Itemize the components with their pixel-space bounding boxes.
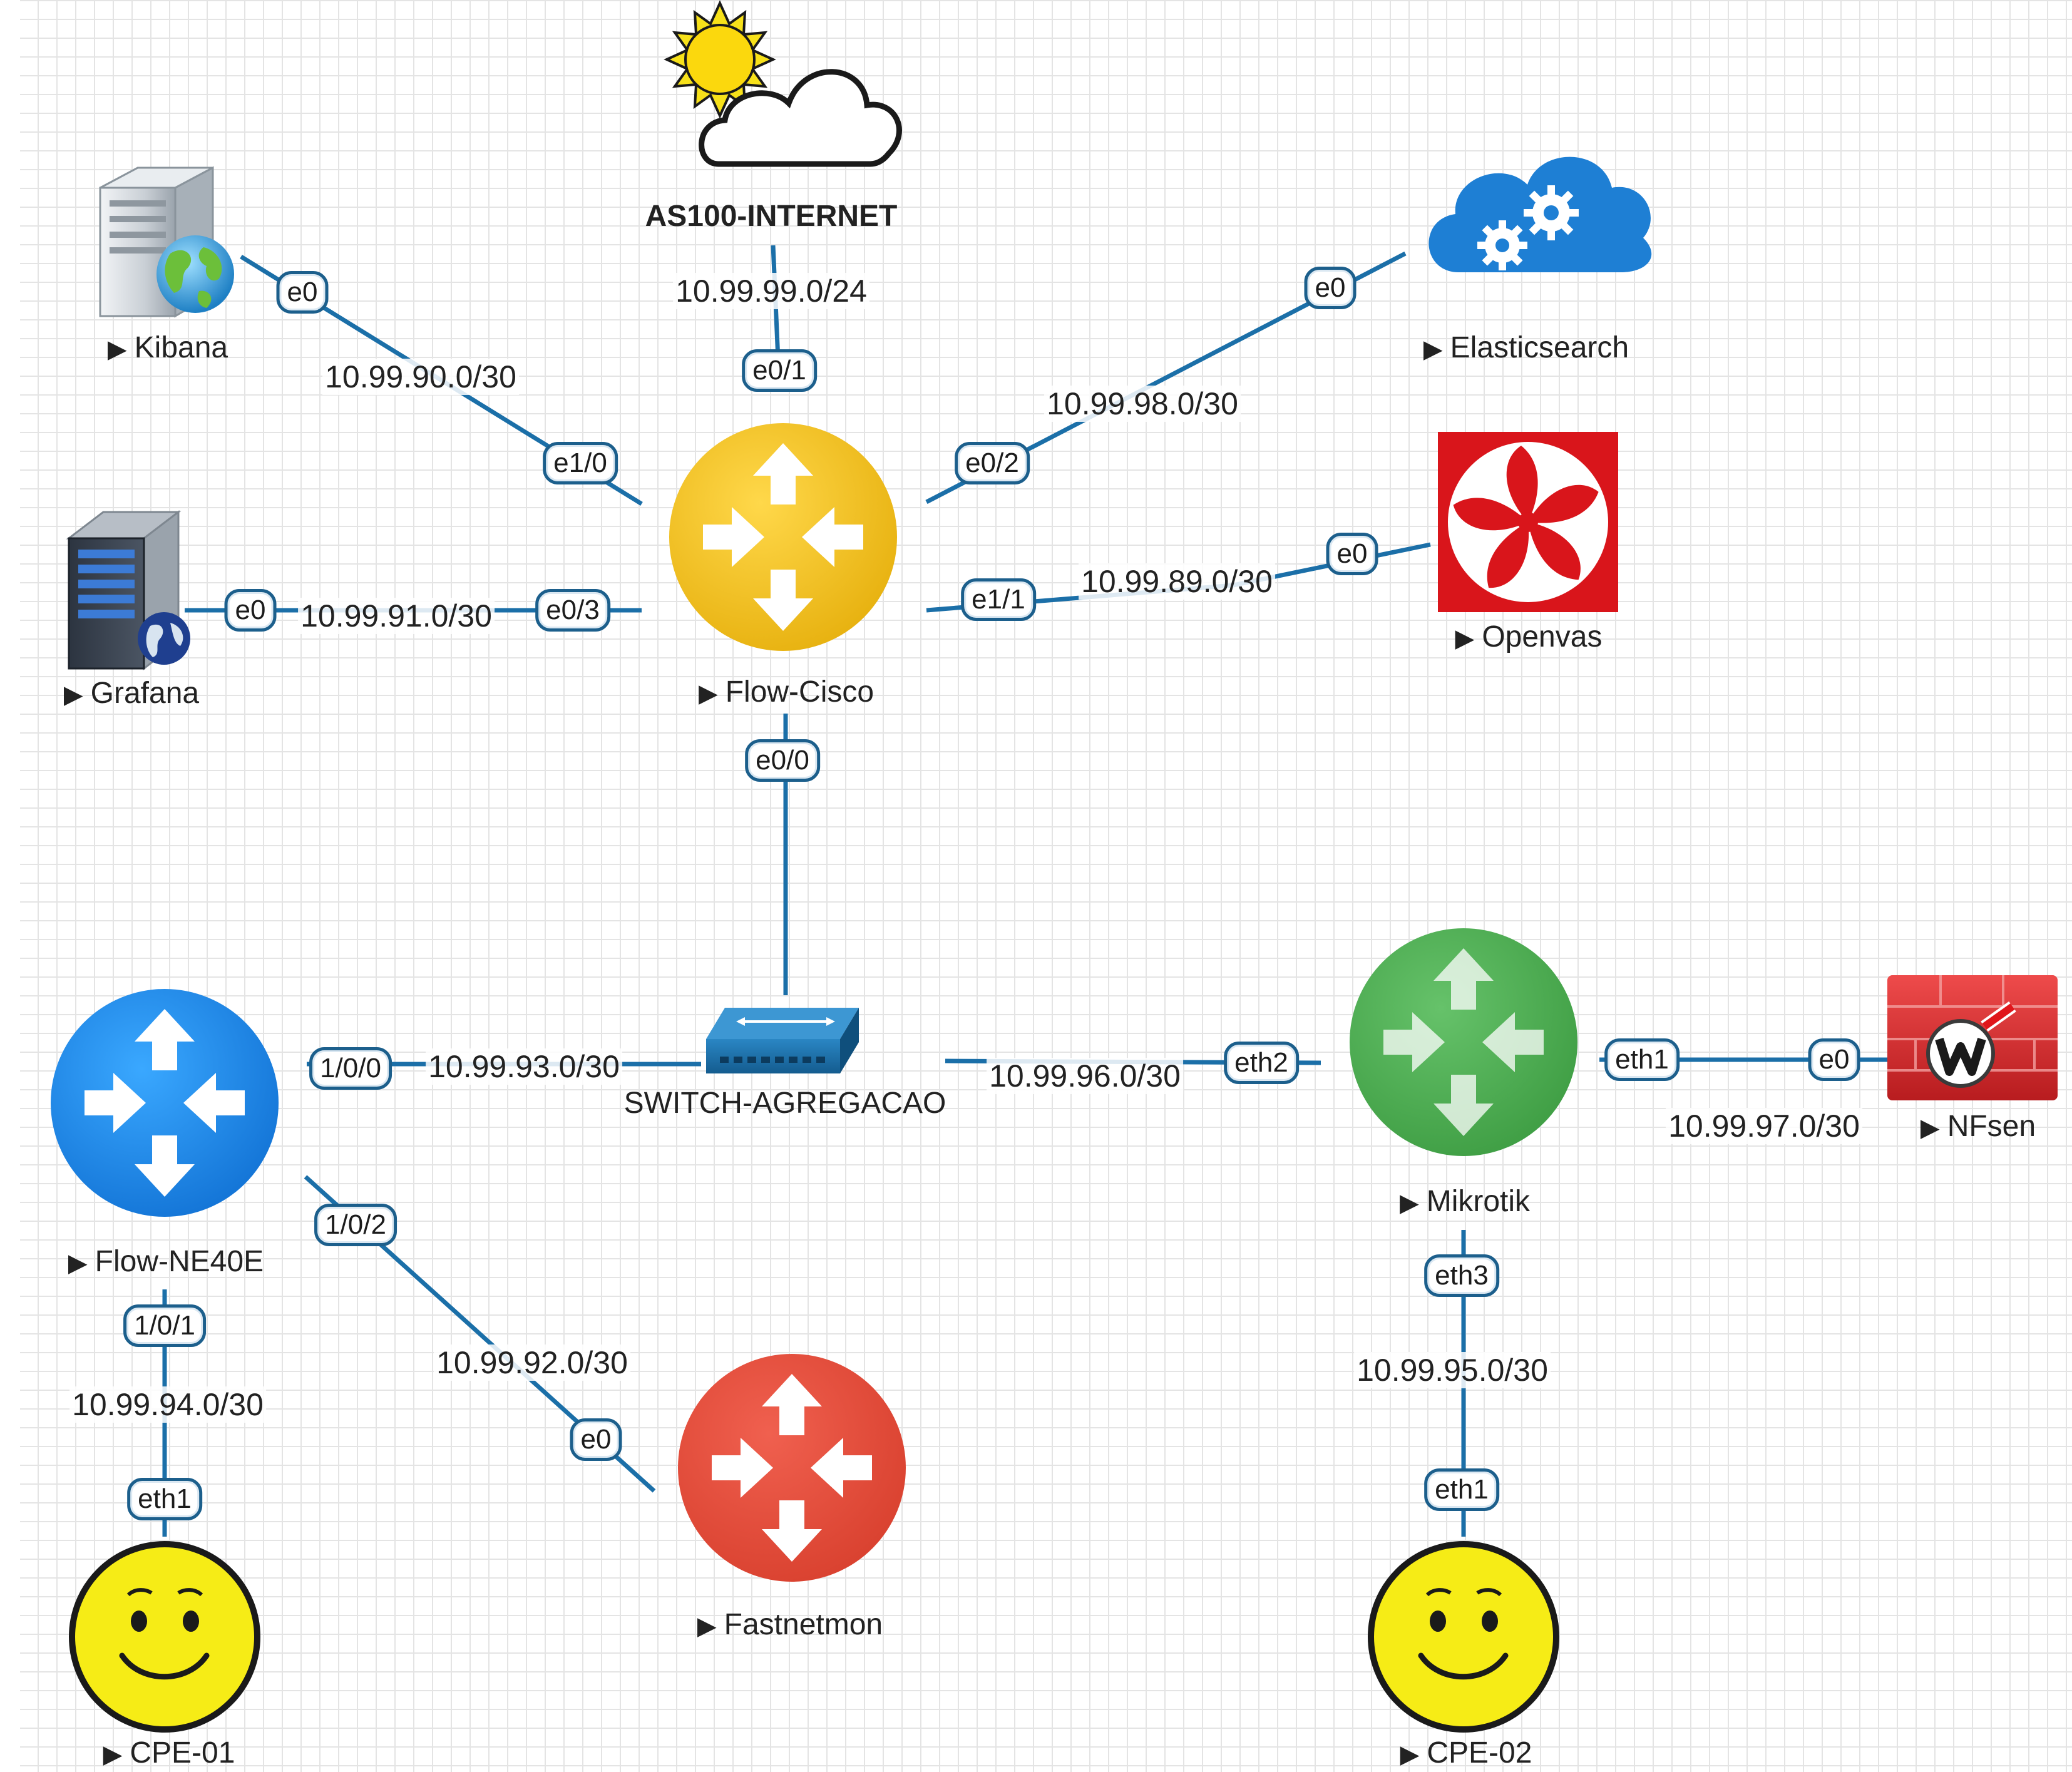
node-label-nfsen[interactable]: ▶NFsen	[1920, 1110, 2036, 1143]
firewall-icon[interactable]	[1887, 975, 2058, 1100]
network-label: 10.99.97.0/30	[1666, 1108, 1862, 1144]
network-label: 10.99.89.0/30	[1079, 563, 1275, 600]
router-icon[interactable]	[51, 989, 279, 1217]
network-label: 10.99.93.0/30	[426, 1048, 622, 1085]
router-icon[interactable]	[1350, 928, 1577, 1156]
links	[162, 245, 1887, 1537]
sun-cloud-icon[interactable]	[664, 0, 902, 167]
node-label-kibana[interactable]: ▶Kibana	[107, 331, 228, 364]
node-label-internet[interactable]: AS100-INTERNET	[645, 200, 898, 233]
switch-icon[interactable]	[706, 1008, 859, 1073]
port-label[interactable]: 1/0/0	[309, 1047, 392, 1090]
port-label[interactable]: e0	[1808, 1038, 1860, 1081]
port-label[interactable]: eth1	[1604, 1038, 1680, 1081]
port-label[interactable]: eth2	[1224, 1042, 1299, 1084]
start-triangle-icon[interactable]: ▶	[1400, 1741, 1420, 1768]
network-label: 10.99.90.0/30	[322, 359, 519, 395]
network-label: 10.99.99.0/24	[673, 273, 869, 309]
node-label-elasticsearch[interactable]: ▶Elasticsearch	[1423, 331, 1629, 364]
port-label[interactable]: eth1	[1424, 1468, 1499, 1511]
smiley-icon[interactable]	[69, 1541, 260, 1733]
node-label-grafana[interactable]: ▶Grafana	[63, 677, 200, 710]
port-label[interactable]: e1/1	[961, 578, 1036, 621]
node-label-switch[interactable]: SWITCH-AGREGACAO	[623, 1087, 946, 1120]
start-triangle-icon[interactable]: ▶	[1399, 1189, 1419, 1217]
port-label[interactable]: e0	[570, 1418, 622, 1461]
port-label[interactable]: eth1	[127, 1478, 202, 1520]
port-label[interactable]: e1/0	[543, 442, 618, 484]
network-label: 10.99.91.0/30	[298, 598, 495, 634]
network-label: 10.99.96.0/30	[987, 1058, 1183, 1094]
port-label[interactable]: e0/0	[745, 739, 820, 782]
port-label[interactable]: e0	[224, 589, 277, 632]
start-triangle-icon[interactable]: ▶	[697, 1612, 717, 1640]
start-triangle-icon[interactable]: ▶	[698, 680, 718, 707]
node-label-openvas[interactable]: ▶Openvas	[1455, 620, 1603, 653]
port-label[interactable]: e0/2	[955, 442, 1030, 484]
network-label: 10.99.94.0/30	[69, 1386, 266, 1423]
start-triangle-icon[interactable]: ▶	[1423, 335, 1443, 363]
port-label[interactable]: e0	[276, 271, 329, 314]
node-label-flow-cisco[interactable]: ▶Flow-Cisco	[698, 675, 874, 709]
router-icon[interactable]	[678, 1354, 906, 1582]
node-label-cpe01[interactable]: ▶CPE-01	[103, 1736, 235, 1769]
web-server-icon[interactable]	[99, 166, 234, 318]
start-triangle-icon[interactable]: ▶	[103, 1741, 123, 1768]
node-label-fastnetmon[interactable]: ▶Fastnetmon	[697, 1608, 883, 1641]
server-tower-icon[interactable]	[66, 510, 190, 671]
start-triangle-icon[interactable]: ▶	[107, 335, 127, 363]
start-triangle-icon[interactable]: ▶	[68, 1249, 88, 1277]
node-label-cpe02[interactable]: ▶CPE-02	[1400, 1736, 1532, 1769]
canvas-margin	[0, 0, 20, 1772]
port-label[interactable]: e0/3	[535, 589, 610, 632]
node-label-mikrotik[interactable]: ▶Mikrotik	[1399, 1185, 1531, 1218]
network-label: 10.99.92.0/30	[434, 1344, 630, 1381]
network-label: 10.99.98.0/30	[1044, 386, 1241, 422]
router-icon[interactable]	[669, 423, 897, 651]
start-triangle-icon[interactable]: ▶	[1455, 625, 1475, 652]
port-label[interactable]: e0/1	[742, 349, 817, 392]
network-label: 10.99.95.0/30	[1354, 1352, 1551, 1388]
port-label[interactable]: eth3	[1424, 1254, 1499, 1297]
port-label[interactable]: 1/0/1	[123, 1304, 206, 1347]
fan-icon[interactable]	[1438, 432, 1618, 612]
port-label[interactable]: e0	[1304, 267, 1357, 309]
smiley-icon[interactable]	[1368, 1541, 1559, 1733]
node-label-flow-ne40e[interactable]: ▶Flow-NE40E	[68, 1245, 264, 1278]
cloud-gears-icon[interactable]	[1428, 156, 1652, 272]
port-label[interactable]: e0	[1326, 533, 1378, 575]
start-triangle-icon[interactable]: ▶	[1920, 1114, 1940, 1142]
start-triangle-icon[interactable]: ▶	[63, 681, 83, 709]
port-label[interactable]: 1/0/2	[314, 1204, 397, 1246]
